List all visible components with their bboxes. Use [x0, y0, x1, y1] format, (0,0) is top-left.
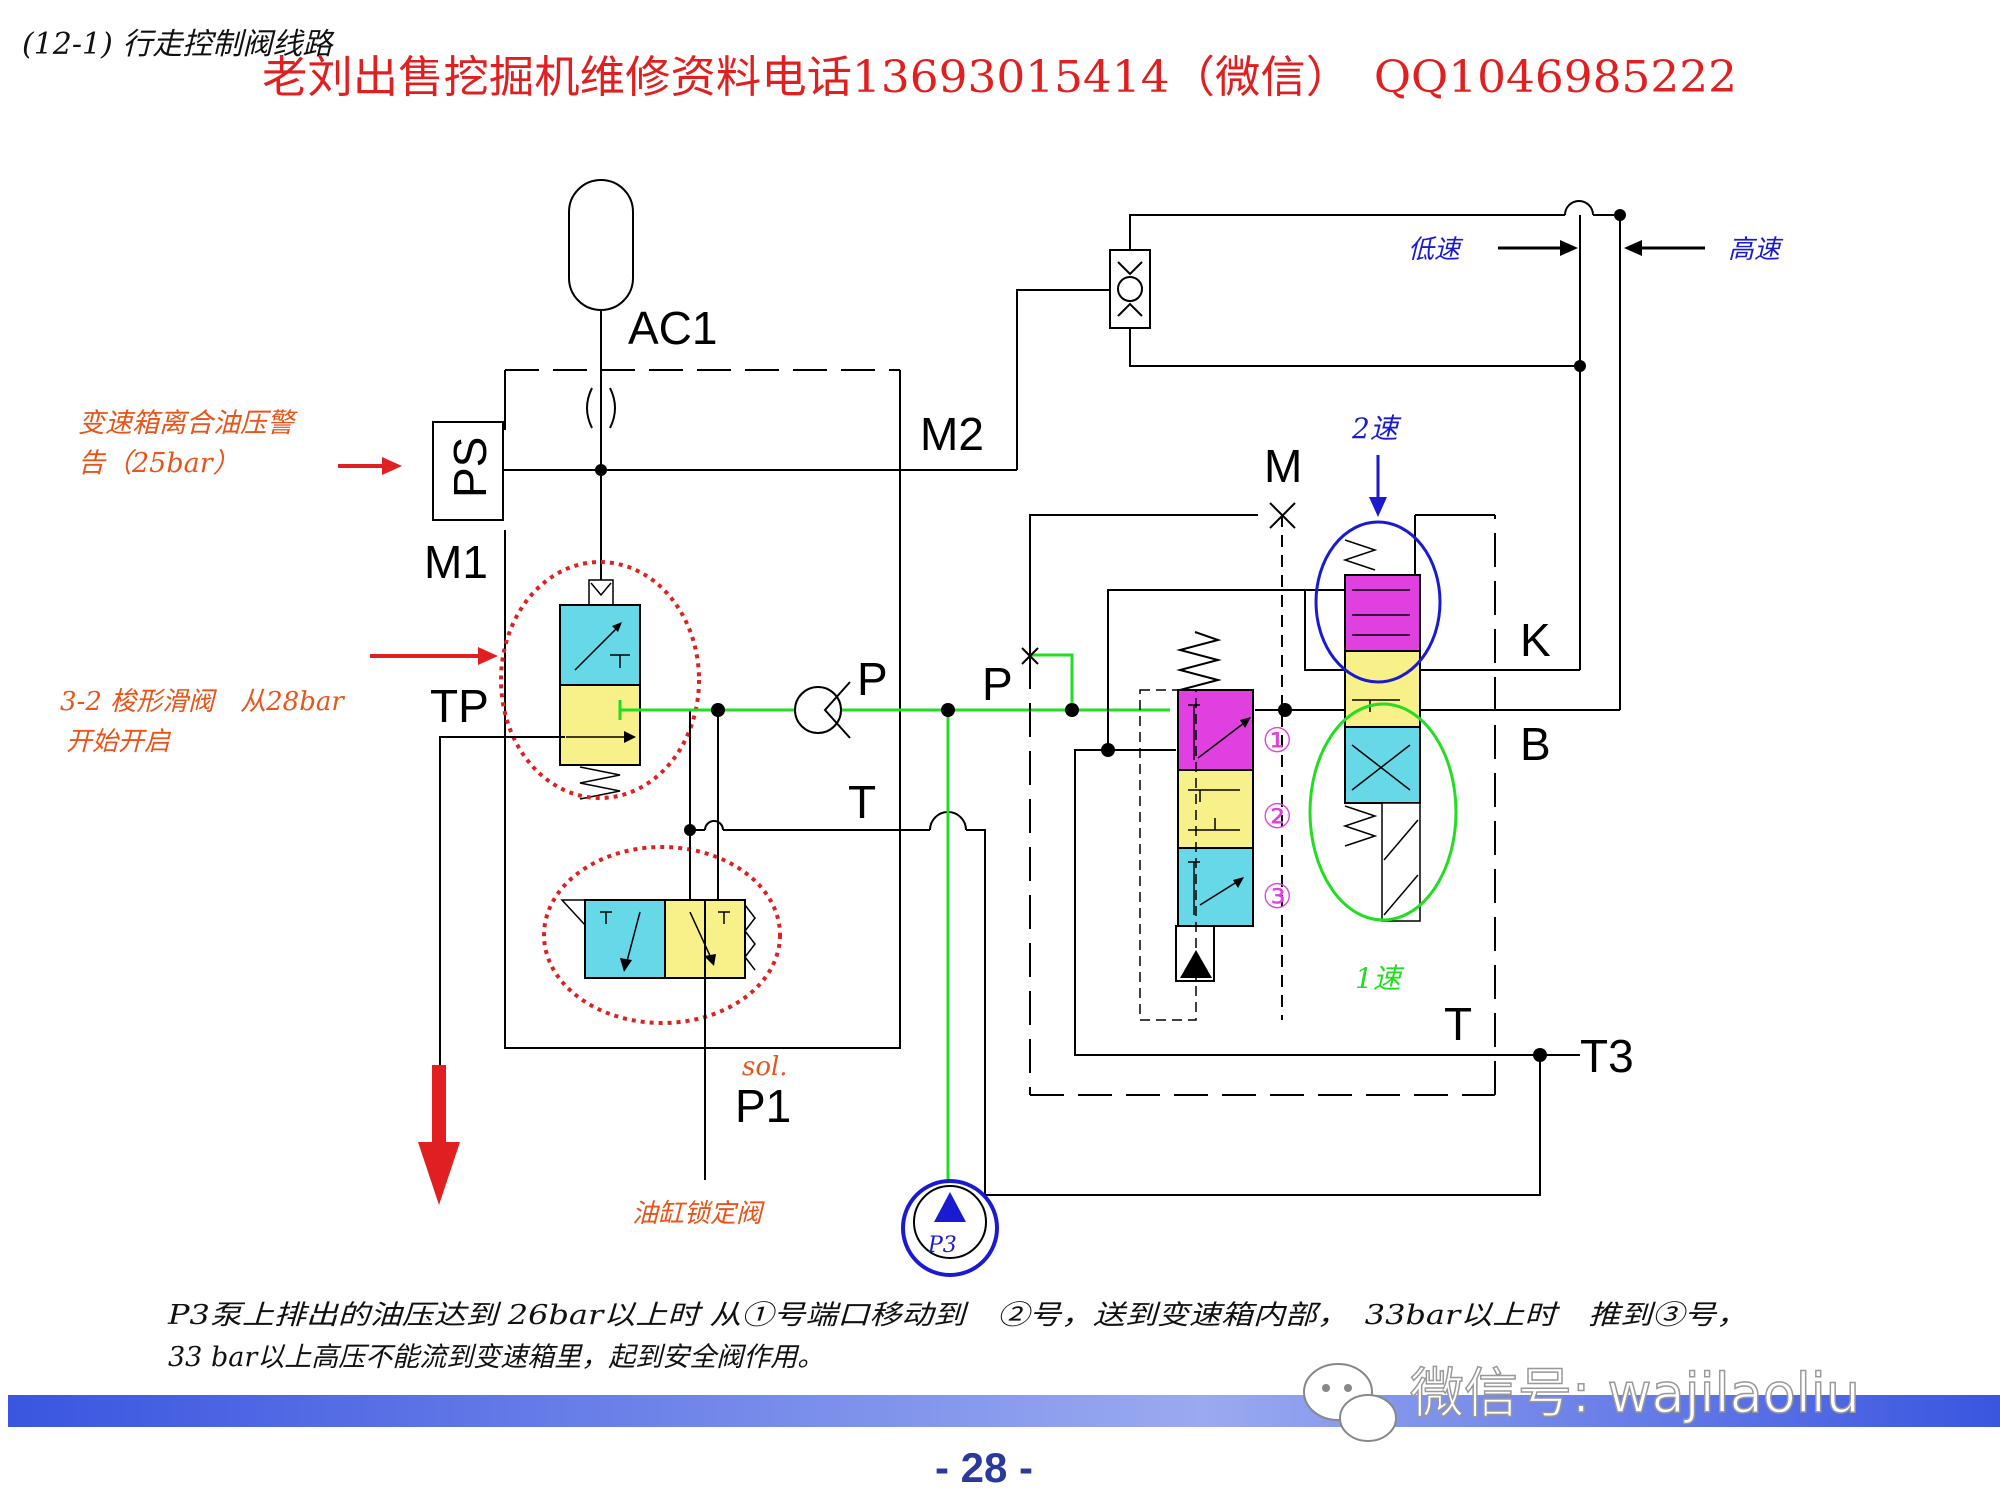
description-line-1: P3泵上排出的油压达到 26bar以上时 从①号端口移动到 ②号，送到变速箱内部…	[167, 1300, 1748, 1331]
red-down-arrow	[432, 1065, 446, 1145]
label-p-mid: P	[982, 658, 1013, 710]
wechat-icon	[1303, 1363, 1397, 1442]
label-low-speed: 低速	[1408, 235, 1464, 265]
speed-selector-valve	[1342, 539, 1421, 922]
label-p-left: P	[857, 653, 888, 705]
page-number: - 28 -	[935, 1444, 1033, 1491]
solenoid-valve	[560, 899, 756, 979]
right-block-outline	[1029, 514, 1496, 1096]
label-t3: T3	[1580, 1030, 1634, 1082]
footer-bar	[8, 1395, 2000, 1427]
label-k: K	[1520, 614, 1551, 666]
label-num1: ①	[1262, 721, 1292, 761]
main-spool-valve	[1139, 631, 1254, 1021]
annotation-cylinder-lock: 油缸锁定阀	[632, 1199, 765, 1229]
label-m2: M2	[920, 408, 984, 460]
banner-text: 老刘出售挖掘机维修资料电话13693015414（微信） QQ104698522…	[262, 52, 1737, 103]
highlight-spool-valve	[499, 560, 701, 800]
label-b: B	[1520, 718, 1551, 770]
shuttle-valve	[1109, 249, 1151, 329]
spool-valve-3-2	[559, 579, 641, 800]
label-ac1: AC1	[628, 302, 717, 354]
highlight-1-speed	[1308, 702, 1458, 922]
annotation-sol: sol.	[742, 1052, 788, 1082]
section-note: (12-1) 行走控制阀线路	[22, 27, 335, 62]
label-ps: PS	[444, 437, 496, 498]
annotation-gearbox-alarm-2: 告（25bar）	[78, 448, 240, 479]
label-high-speed: 高速	[1728, 235, 1784, 265]
label-second-speed: 2速	[1351, 412, 1402, 445]
label-m1: M1	[424, 536, 488, 588]
annotation-spool-valve-1: 3-2 梭形滑阀 从28bar	[60, 687, 345, 717]
accumulator-ac1	[568, 179, 634, 311]
annotation-gearbox-alarm-1: 变速箱离合油压警	[78, 408, 298, 439]
label-pump: P3	[927, 1233, 957, 1258]
label-tp: TP	[430, 680, 489, 732]
watermark: 微信号: wajilaoliu	[1410, 1362, 1860, 1425]
line-crossover	[1564, 200, 1594, 216]
highlight-2-speed	[1314, 520, 1442, 684]
pressure-switch-ps	[432, 421, 504, 521]
label-t-left: T	[848, 776, 876, 828]
highlight-solenoid	[542, 845, 782, 1025]
label-num3: ③	[1262, 877, 1292, 917]
description-line-2: 33 bar以上高压不能流到变速箱里，起到安全阀作用。	[168, 1342, 824, 1373]
check-valve	[794, 686, 842, 734]
label-p1: P1	[735, 1080, 791, 1132]
label-t-right: T	[1444, 998, 1472, 1050]
label-num2: ②	[1262, 797, 1292, 837]
label-first-speed: 1速	[1355, 962, 1405, 995]
label-m: M	[1264, 440, 1302, 492]
annotation-spool-valve-2: 开始开启	[66, 727, 172, 757]
orifice-icon	[586, 387, 593, 429]
